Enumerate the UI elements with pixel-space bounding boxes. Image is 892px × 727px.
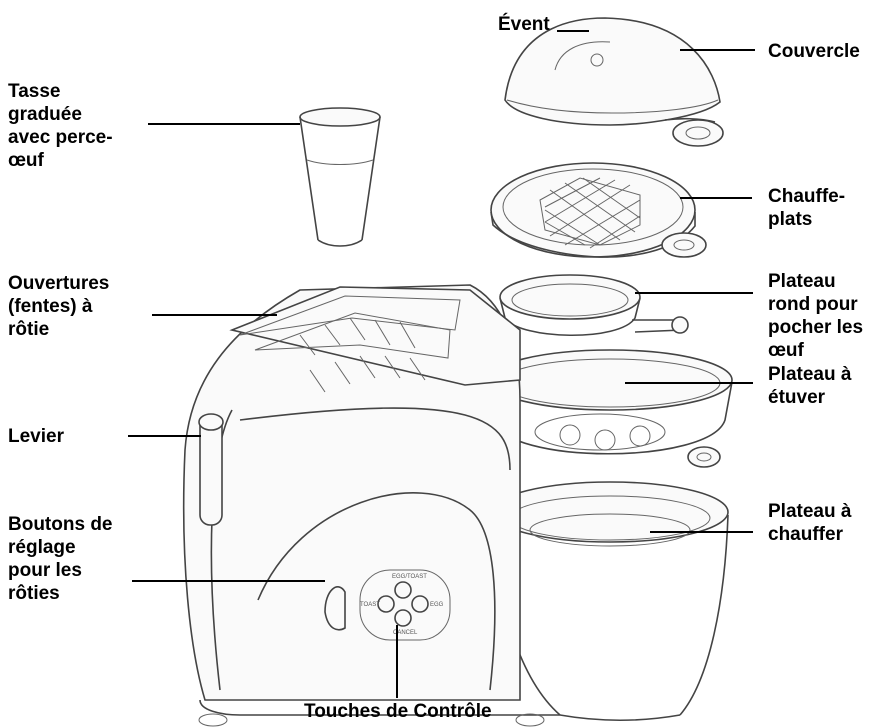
label-touches: Touches de Contrôle [304, 701, 492, 722]
leader-line-chauffe-plats [680, 197, 752, 199]
label-ouvertures: Ouvertures (fentes) à rôtie [8, 273, 110, 340]
label-couvercle: Couvercle [768, 41, 860, 62]
panel-text-top: EGG/TOAST [392, 574, 427, 580]
label-plateau-etuver: Plateau à étuver [768, 364, 852, 408]
leader-line-tasse [148, 123, 300, 125]
leader-line-couvercle [680, 49, 755, 51]
poaching-tray-drawing [499, 274, 689, 337]
plate-warmer-drawing [490, 162, 707, 258]
lid-drawing [504, 17, 724, 147]
panel-text-right: EGG [430, 602, 444, 608]
label-plateau-rond: Plateau rond pour pocher les œuf [768, 271, 864, 361]
steaming-tray-drawing [487, 349, 733, 468]
label-boutons: Boutons de réglage pour les rôties [8, 514, 113, 604]
panel-text-bottom: CANCEL [393, 630, 418, 636]
leader-line-touches [396, 625, 398, 698]
label-tasse: Tasse graduée avec perce- œuf [8, 81, 113, 171]
measuring-cup-drawing [299, 107, 381, 247]
toaster-body-drawing [182, 284, 560, 727]
leader-line-levier [128, 435, 201, 437]
leader-line-plateau-etuver [625, 382, 753, 384]
leader-line-plateau-rond [635, 292, 753, 294]
leader-line-event [557, 30, 589, 32]
leader-line-ouvertures [152, 314, 277, 316]
label-plateau-chauffer: Plateau à chauffer [768, 501, 852, 545]
panel-text-left: TOAST [360, 602, 380, 608]
leader-line-plateau-chauffer [650, 531, 753, 533]
label-levier: Levier [8, 426, 64, 447]
heating-tray-drawing [491, 481, 729, 722]
label-chauffe-plats: Chauffe- plats [768, 186, 846, 230]
label-event: Évent [498, 14, 550, 35]
leader-line-boutons [132, 580, 325, 582]
